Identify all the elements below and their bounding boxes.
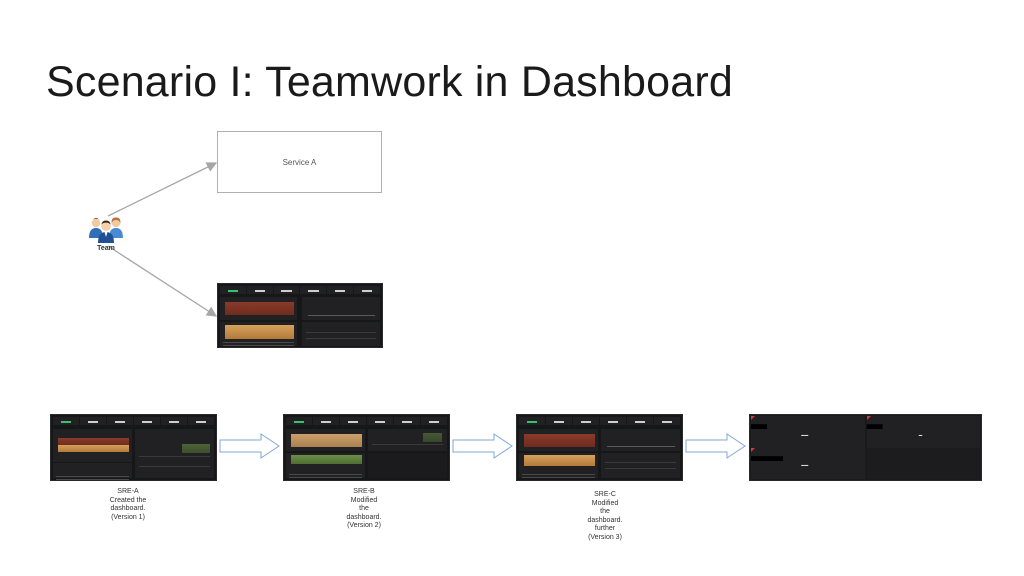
dashboard-version-2 [283,414,450,481]
stat-row [220,286,380,294]
caption-line: Created the [109,496,147,504]
arrow-team-to-dashboard [107,245,218,317]
caption-line: SRE-A [117,488,139,495]
heatmap-panel-bottom [220,322,298,347]
dashboard-version-3 [516,414,683,481]
heatmap-panel-bottom [286,453,366,478]
caption-line: Modified [350,496,378,504]
arrow-team-to-service [107,162,218,217]
timeseries-panel-top [601,429,680,452]
team-people-icon [89,217,123,243]
caption-line: Modified [591,499,619,507]
caption-line: further [594,525,616,532]
panel-empty [866,448,980,479]
timeseries-panel-bottom [301,322,380,346]
timeseries-panel [368,429,447,452]
dashboard-thumbnail-main [217,283,383,348]
legend-panel [53,463,133,480]
empty-panel [368,453,447,478]
caption-line: SRE-B [353,488,375,495]
stat-row [286,417,447,425]
team-node: Team [84,214,128,252]
heatmap-panel-top [220,297,298,320]
caption-line: (Version 1) [111,513,145,521]
caption-line: SRE-C [594,491,616,498]
heatmap-panel [53,429,133,462]
timeseries-panel-bottom [601,453,680,478]
panel-no-value-3: ▬▬ ▬▬ [751,448,866,479]
panel-no-value-1: ▬ ▬▬ [751,416,866,448]
caption-line: (Version 3) [588,533,622,541]
caption-line: the [359,505,369,512]
team-label: Team [97,245,115,252]
caption-version-2: SRE-B Modified the dashboard. (Version 2… [329,488,399,531]
panel-no-value-2: ▬ ▬ [866,416,980,448]
heatmap-panel-top [286,429,366,452]
caption-line: the [600,508,610,515]
service-a-box: Service A [217,131,382,193]
caption-line: dashboard. [346,513,382,521]
caption-line: (Version 2) [347,522,381,529]
dashboard-version-1 [50,414,217,481]
timeseries-panel-top [301,297,380,320]
flow-arrow-3 [685,433,746,459]
slide-title: Scenario I: Teamwork in Dashboard [46,58,733,106]
timeseries-panel [135,429,214,478]
stat-row [519,417,680,425]
flow-arrow-2 [452,433,513,459]
stat-row [53,417,214,425]
caption-version-3: SRE-C Modified the dashboard. further (V… [570,491,640,542]
flow-arrow-1 [219,433,280,459]
caption-version-1: SRE-A Created the dashboard. (Version 1) [93,488,163,522]
caption-line: dashboard. [587,516,623,524]
service-a-label: Service A [282,157,317,167]
caption-line: dashboard. [110,505,146,512]
dashboard-broken: ▬ ▬▬ ▬ ▬ ▬▬ ▬▬ [749,414,982,481]
heatmap-panel-top [519,429,599,452]
heatmap-panel-bottom [519,453,599,478]
